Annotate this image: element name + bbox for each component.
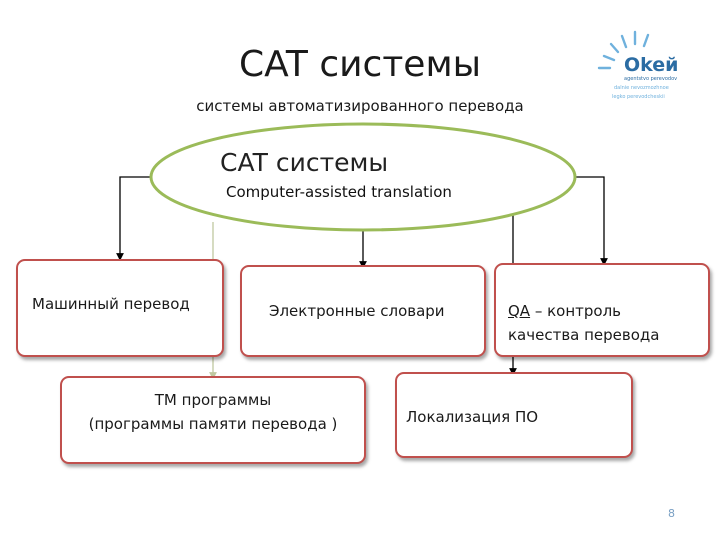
box-dictionaries-label: Электронные словари xyxy=(269,302,445,320)
box-machine-translation: Машинный перевод xyxy=(16,259,224,357)
box-dictionaries: Электронные словари xyxy=(240,265,486,357)
box-tm-programs: ТМ программы (программы памяти перевода … xyxy=(60,376,366,464)
box-localization-label: Локализация ПО xyxy=(406,408,539,426)
okey-logo: Okeй agentstvo perevodov dalnie nevozmoz… xyxy=(596,30,686,110)
box-qa-line1: QA – контроль xyxy=(508,299,621,323)
box-qa: QA – контроль качества перевода xyxy=(494,263,710,357)
logo-tagline1: agentstvo perevodov xyxy=(624,76,678,82)
box-localization: Локализация ПО xyxy=(395,372,633,458)
box-tm-line1: ТМ программы xyxy=(154,391,272,409)
connector-machine xyxy=(116,176,153,261)
qa-rest: – контроль xyxy=(530,302,622,320)
page-title-text: CAT системы xyxy=(238,44,482,85)
box-tm-line2: (программы памяти перевода ) xyxy=(88,415,338,433)
logo-tagline3: legko perevodcheskii xyxy=(612,94,665,100)
logo-brand: Okeй xyxy=(624,54,679,76)
page-number: 8 xyxy=(668,507,675,520)
page-title: CAT системы xyxy=(0,44,720,85)
center-subtitle: Computer-assisted translation xyxy=(226,183,452,201)
center-ellipse xyxy=(149,122,577,232)
connector-qa xyxy=(573,176,608,266)
logo-rays-icon xyxy=(597,30,650,70)
qa-abbr: QA xyxy=(508,302,531,320)
box-qa-line2: качества перевода xyxy=(508,326,660,344)
page-subtitle: системы автоматизированного перевода xyxy=(196,97,524,115)
center-title: CAT системы xyxy=(220,148,389,177)
box-machine-label: Машинный перевод xyxy=(32,295,190,313)
logo-tagline2: dalnie nevozmozhnoe xyxy=(614,85,669,91)
